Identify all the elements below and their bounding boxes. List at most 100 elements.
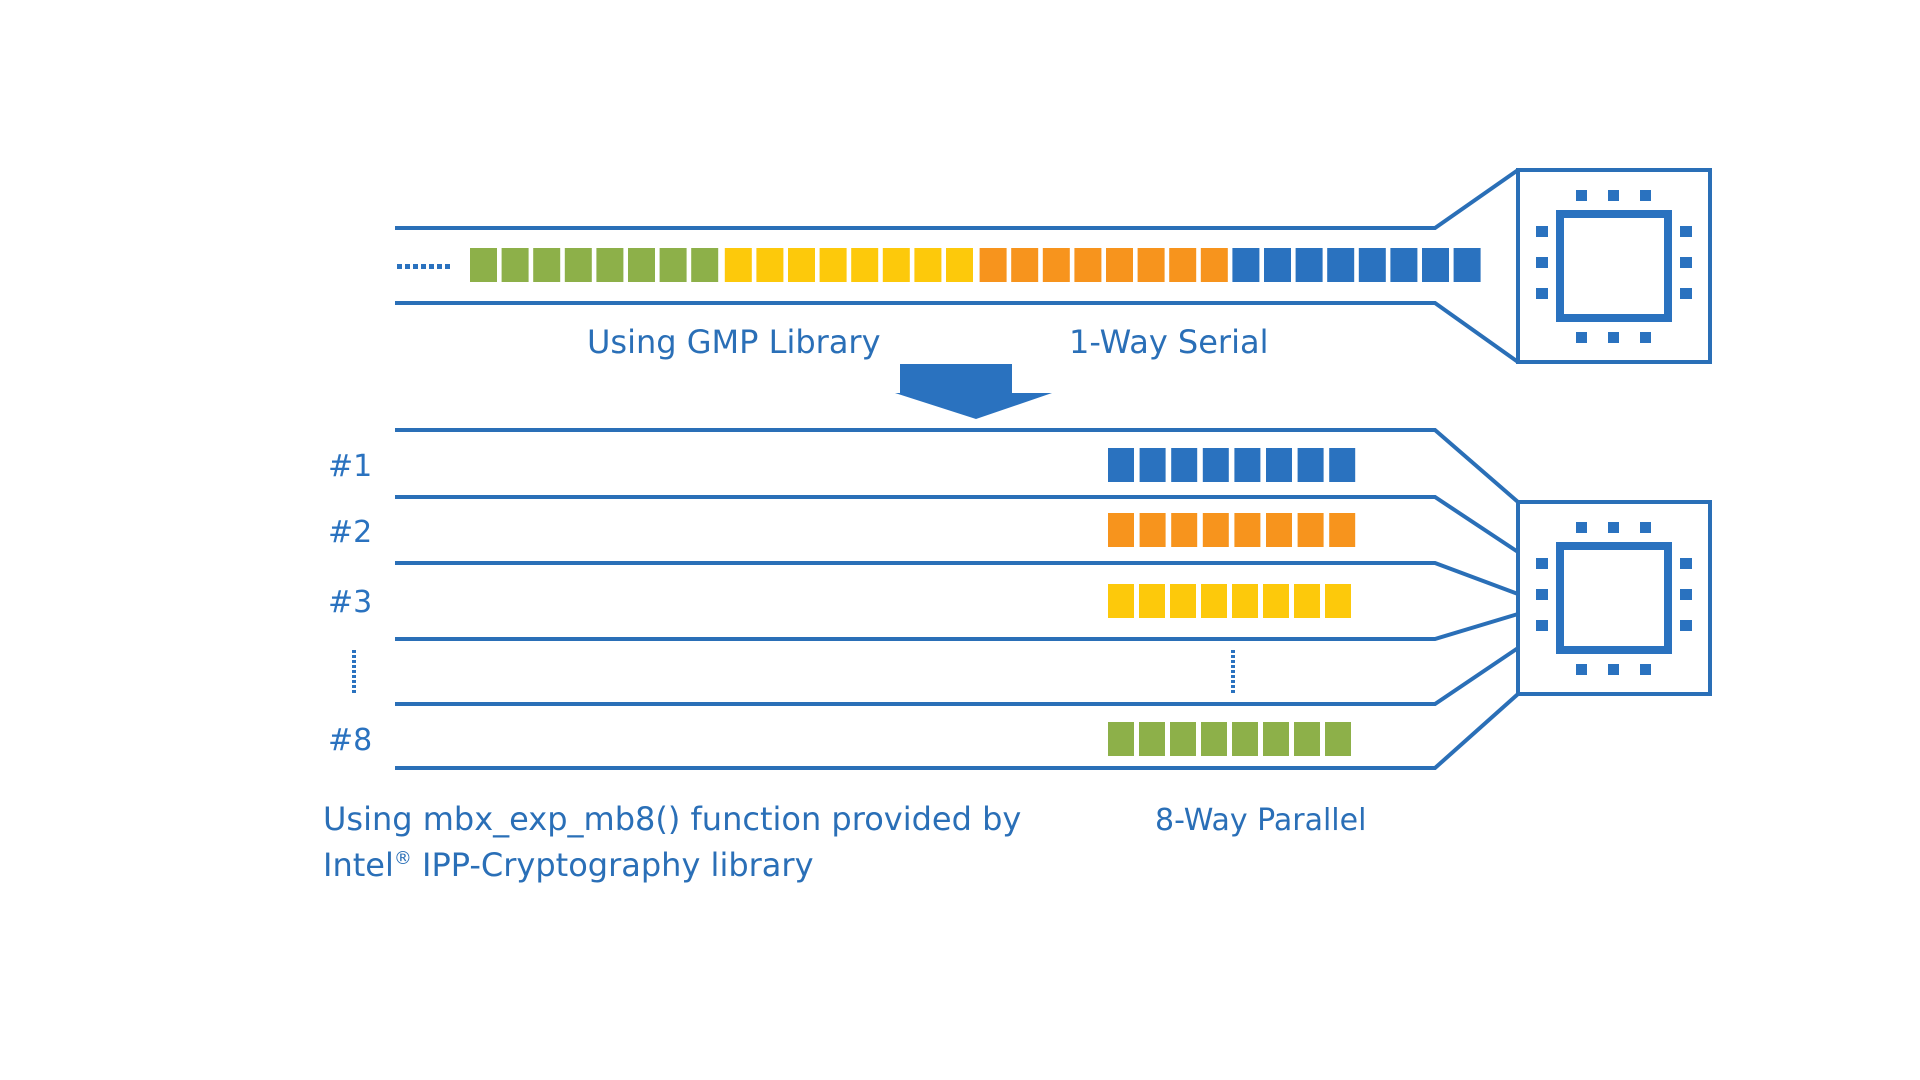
blue-block (1358, 248, 1386, 282)
blue-block (1139, 448, 1166, 482)
dot (352, 680, 356, 683)
yellow-block (724, 248, 752, 282)
cpu-pin (1640, 664, 1651, 675)
dot (352, 675, 356, 678)
lane-divider-line (395, 495, 1520, 554)
dot (445, 264, 450, 269)
yellow-block (946, 248, 973, 282)
dot (1231, 685, 1235, 688)
blue-block (1327, 248, 1355, 282)
caption-intel: Intel (323, 846, 394, 884)
dot (1231, 675, 1235, 678)
cpu-pin (1576, 190, 1587, 201)
lane-divider-line (395, 646, 1520, 706)
yellow-block (1201, 584, 1227, 618)
dot (1231, 655, 1235, 658)
yellow-block (1139, 584, 1165, 618)
blue-block (1422, 248, 1449, 282)
green-block (533, 248, 561, 282)
yellow-block (819, 248, 847, 282)
yellow-block (788, 248, 815, 282)
dot (1231, 690, 1235, 693)
yellow-block (1325, 584, 1351, 618)
green-block (501, 248, 529, 282)
orange-block (1266, 513, 1292, 547)
blue-block (1202, 448, 1229, 482)
cpu-pin (1680, 226, 1692, 237)
dot (1231, 665, 1235, 668)
serial-channel-bottom-line (395, 301, 1520, 364)
orange-block (1234, 513, 1261, 547)
blue-block (1232, 248, 1260, 282)
cpu-pin (1608, 522, 1619, 533)
lane-divider-line (395, 561, 1519, 596)
parallel-caption-line2: Intel® IPP-Cryptography library (323, 846, 814, 884)
serial-right-label: 1-Way Serial (1069, 323, 1268, 361)
lane-label: #3 (328, 585, 372, 620)
dot (1231, 670, 1235, 673)
orange-block (1137, 248, 1165, 282)
green-block (564, 248, 592, 282)
cpu-pin (1680, 257, 1692, 268)
cpu-pin (1608, 664, 1619, 675)
yellow-block (1108, 584, 1134, 618)
caption-library: IPP-Cryptography library (412, 846, 814, 884)
down-arrow-icon (895, 364, 1052, 419)
dot (421, 264, 426, 269)
yellow-block (756, 248, 784, 282)
blue-block (1453, 248, 1481, 282)
caption-registered-mark: ® (394, 848, 412, 869)
yellow-block (1294, 584, 1320, 618)
blue-block (1295, 248, 1323, 282)
green-block (1263, 722, 1289, 756)
cpu-pin (1536, 620, 1548, 631)
green-block (1325, 722, 1351, 756)
green-block (659, 248, 687, 282)
orange-block (1042, 248, 1070, 282)
yellow-block (1263, 584, 1289, 618)
lane-label: #1 (328, 449, 372, 484)
blue-block (1264, 248, 1291, 282)
yellow-block (914, 248, 942, 282)
orange-block (979, 248, 1007, 282)
parallel-channels: #1#2#3#8 Using mbx_exp_mb8() function pr… (323, 428, 1520, 884)
cpu-pin (1576, 332, 1587, 343)
orange-block (1074, 248, 1102, 282)
cpu-pin (1576, 522, 1587, 533)
cpu-pin (1536, 257, 1548, 268)
blue-block (1297, 448, 1324, 482)
dot (352, 665, 356, 668)
green-block (1201, 722, 1227, 756)
blue-block (1171, 448, 1198, 482)
orange-block (1297, 513, 1324, 547)
cpu-pin (1640, 522, 1651, 533)
lane-divider-line (395, 428, 1520, 504)
orange-block (1200, 248, 1228, 282)
cpu-pin (1608, 332, 1619, 343)
dot (1231, 660, 1235, 663)
green-block (628, 248, 655, 282)
blue-block (1329, 448, 1356, 482)
orange-block (1108, 513, 1134, 547)
green-block (1108, 722, 1134, 756)
dot (405, 264, 410, 269)
parallel-right-label: 8-Way Parallel (1155, 803, 1366, 838)
cpu-pin (1680, 558, 1692, 569)
orange-block (1171, 513, 1198, 547)
cpu-core (1556, 542, 1672, 654)
lane-list: #1#2#3#8 (328, 448, 1356, 758)
cpu-pin (1680, 620, 1692, 631)
cpu-pin (1680, 589, 1692, 600)
parallel-caption-line1: Using mbx_exp_mb8() function provided by (323, 800, 1021, 838)
yellow-block (1170, 584, 1196, 618)
ellipsis-dots-icon (397, 264, 450, 269)
cpu-core (1556, 210, 1672, 322)
cpu-pin (1576, 664, 1587, 675)
green-block (1232, 722, 1258, 756)
orange-block (1169, 248, 1197, 282)
yellow-block (1232, 584, 1258, 618)
lane-label: #8 (328, 723, 372, 758)
orange-block (1202, 513, 1229, 547)
blue-block (1234, 448, 1261, 482)
